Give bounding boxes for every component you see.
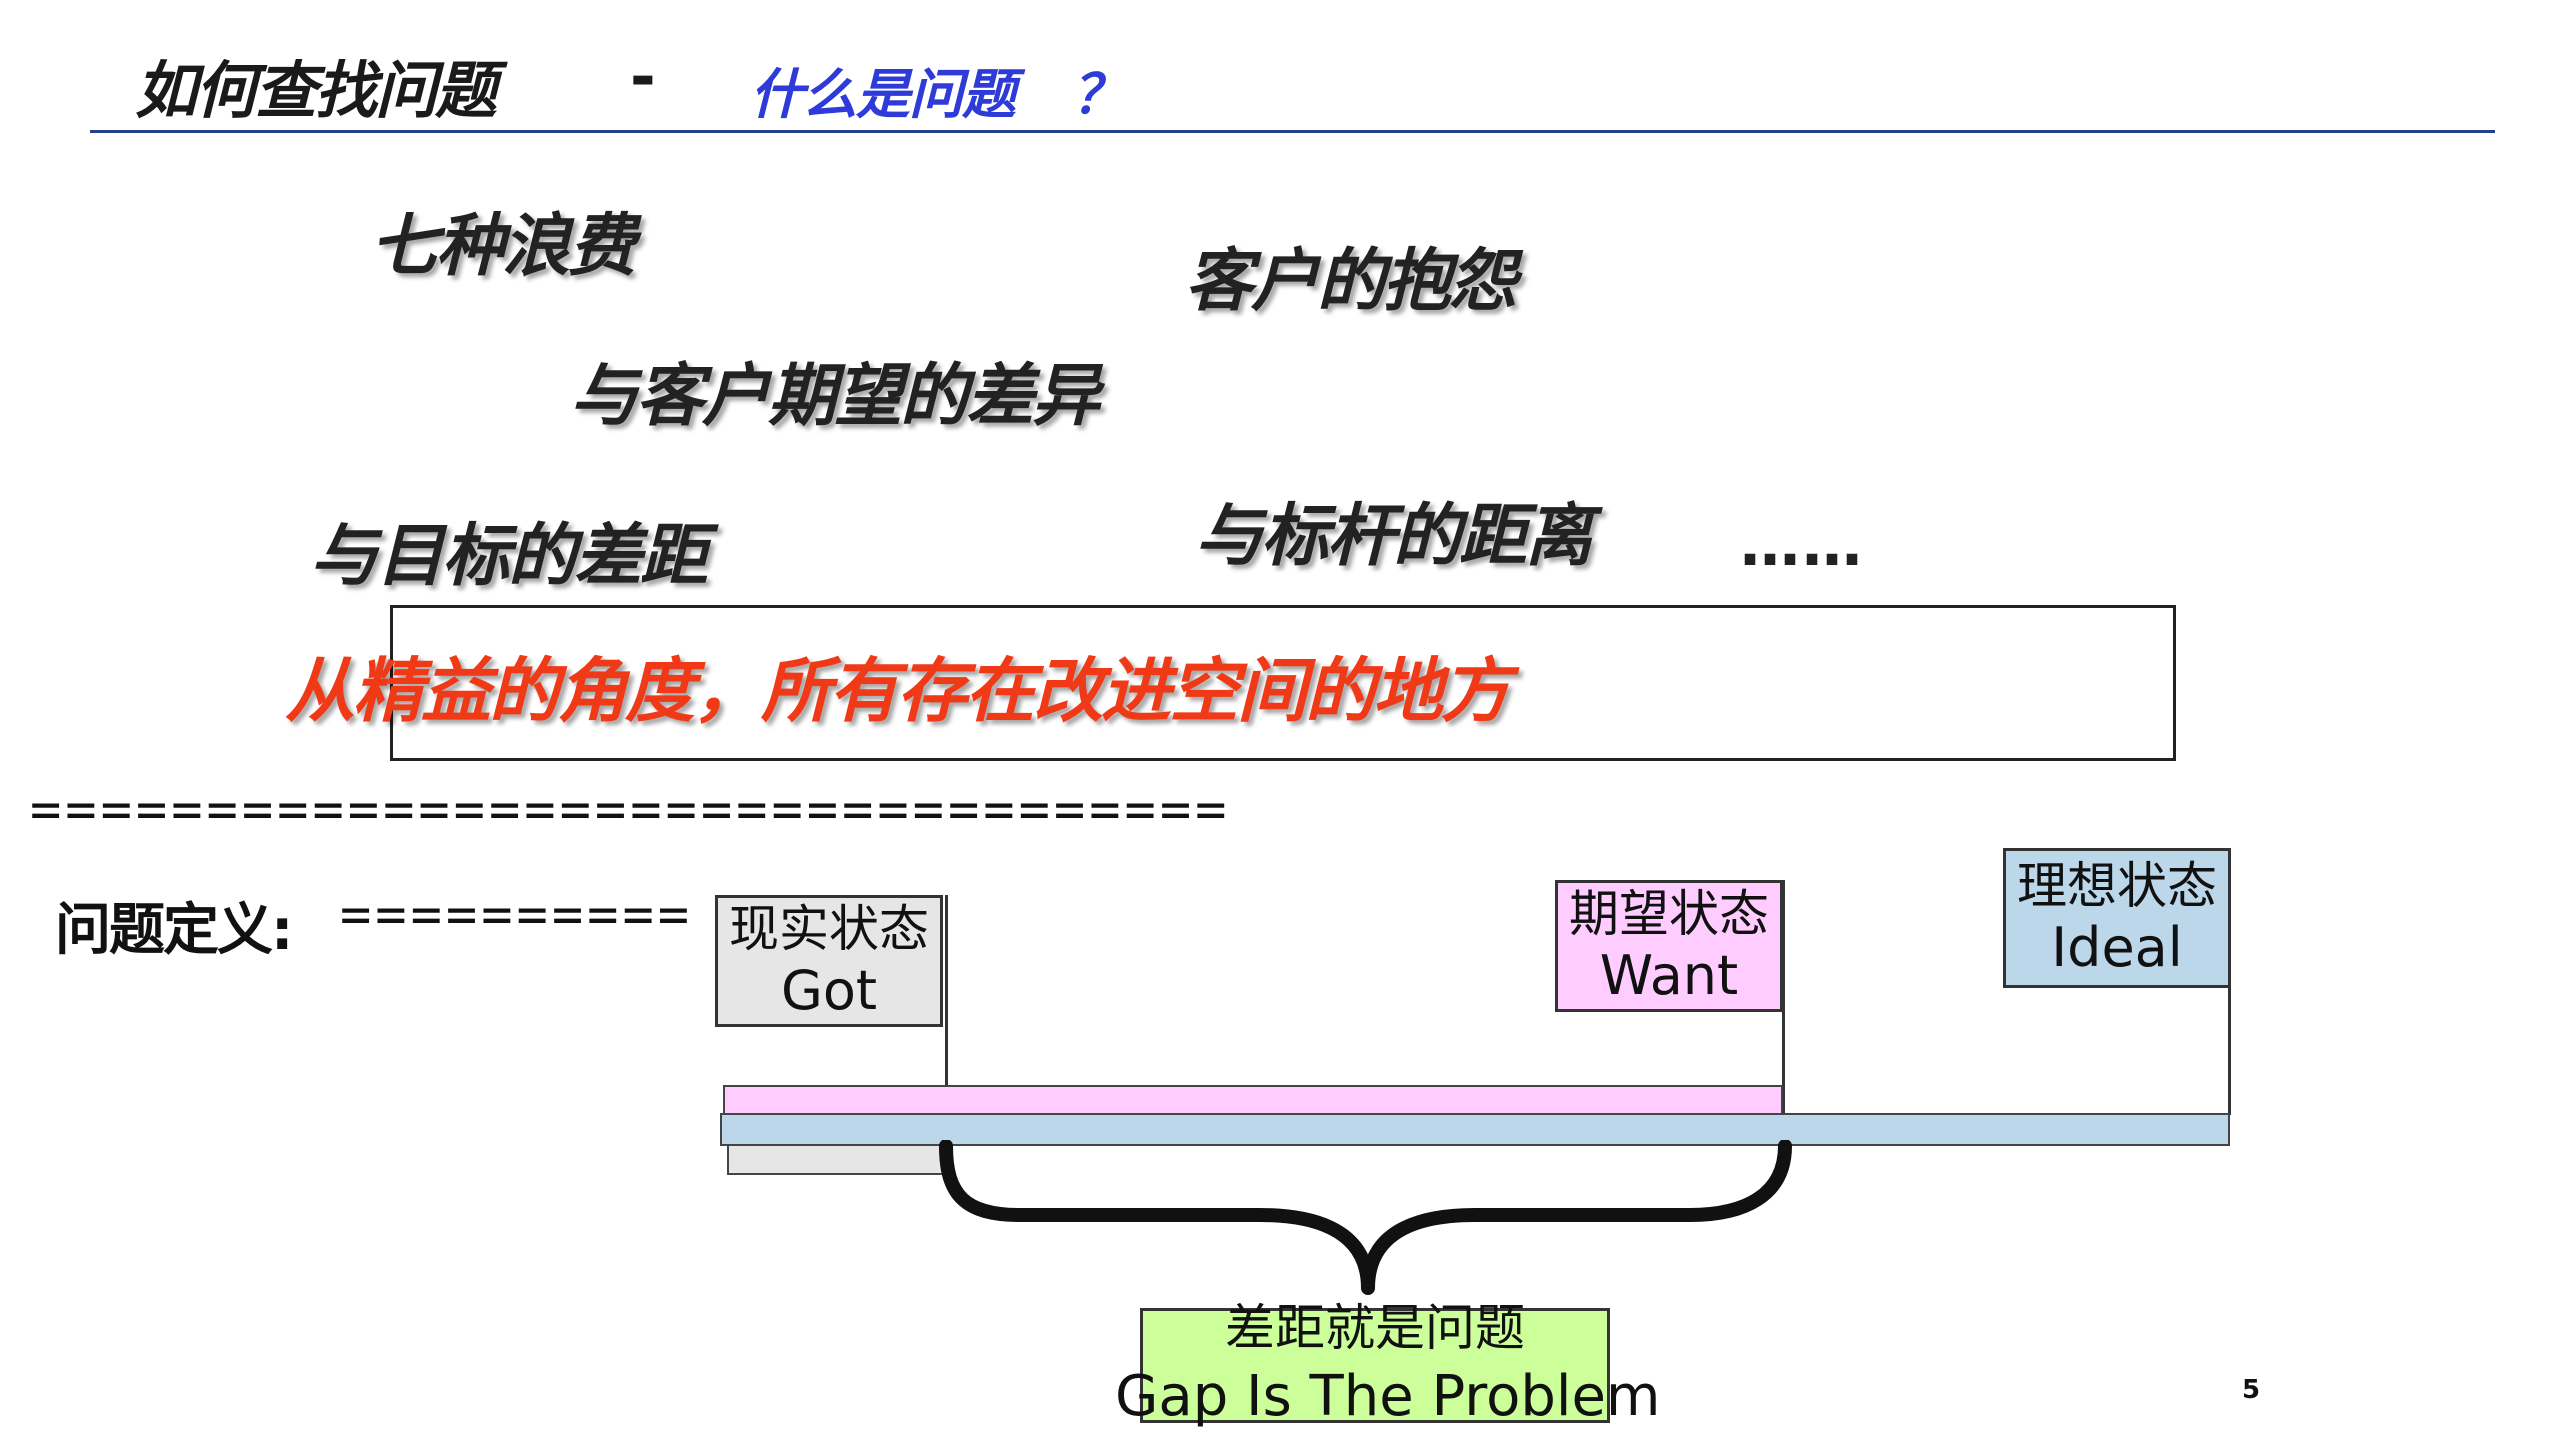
page-number: 5	[2242, 1375, 2261, 1405]
definition-label: 问题定义:	[55, 898, 293, 963]
want-label-en: Want	[1599, 943, 1739, 1007]
ideal-label-zh: 理想状态	[2017, 856, 2217, 915]
phrase-customer-complaints: 客户的抱怨	[1185, 242, 1517, 321]
gap-label-zh: 差距就是问题	[1225, 1299, 1525, 1357]
title-question-mark: ？	[1072, 63, 1126, 126]
lean-statement-box	[390, 605, 2176, 761]
page-title: 如何查找问题	[135, 54, 497, 127]
phrase-seven-wastes: 七种浪费	[370, 207, 636, 286]
ellipsis: ……	[1740, 510, 1864, 580]
title-dash: -	[630, 40, 656, 113]
want-connector	[1782, 880, 1785, 1115]
page-subtitle: 什么是问题	[750, 63, 1016, 126]
ideal-state-box: 理想状态 Ideal	[2003, 848, 2231, 988]
want-label-zh: 期望状态	[1569, 884, 1769, 943]
ideal-connector	[2228, 848, 2231, 1115]
gap-brace	[939, 1140, 1792, 1295]
gap-label-en: Gap Is The Problem	[1115, 1364, 1661, 1429]
lean-statement: 从精益的角度，所有存在改进空间的地方	[285, 650, 1511, 732]
got-state-box: 现实状态 Got	[715, 895, 943, 1027]
phrase-customer-expectation-gap: 与客户期望的差异	[570, 357, 1100, 436]
gap-box	[1140, 1308, 1610, 1423]
title-underline	[90, 130, 2495, 133]
got-label-en: Got	[780, 958, 878, 1022]
definition-equals: ==========	[340, 885, 694, 945]
separator-line: ==================================	[30, 780, 1231, 840]
got-connector	[945, 895, 948, 1115]
ideal-label-en: Ideal	[2051, 915, 2183, 979]
phrase-target-gap: 与目标的差距	[310, 517, 708, 596]
want-state-box: 期望状态 Want	[1555, 880, 1783, 1012]
ideal-bar	[720, 1113, 2230, 1146]
phrase-benchmark-gap: 与标杆的距离	[1195, 497, 1593, 576]
got-label-zh: 现实状态	[729, 899, 929, 958]
